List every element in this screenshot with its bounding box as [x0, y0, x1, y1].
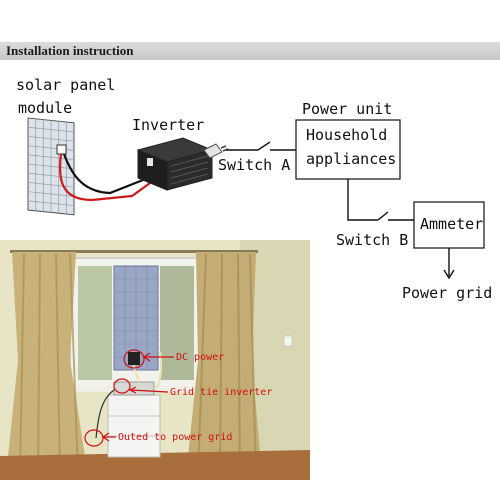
- household-label-line2: appliances: [306, 150, 397, 168]
- plug-icon: [203, 143, 229, 159]
- junction-box-icon: [56, 144, 67, 155]
- switch-a-icon: [257, 141, 271, 151]
- switch-a-label: Switch A: [218, 156, 291, 174]
- household-label-line1: Household: [306, 126, 388, 144]
- room-photo: DC power Grid tie inverter Outed to powe…: [0, 240, 310, 480]
- header-bar: [0, 42, 500, 60]
- wiring-diagram: [27, 117, 485, 280]
- inverter-icon: [136, 137, 214, 191]
- switch-b-label: Switch B: [336, 231, 409, 249]
- dc-power-annotation: DC power: [176, 352, 225, 363]
- power-unit-label: Power unit: [302, 100, 393, 118]
- black-wire: [62, 153, 149, 195]
- outed-to-power-grid-annotation: Outed to power grid: [118, 432, 233, 443]
- power-grid-label: Power grid: [402, 284, 493, 302]
- red-wire: [58, 153, 151, 202]
- grid-tie-inverter-annotation: Grid tie inverter: [170, 387, 273, 398]
- solar-panel-label-line1: solar panel: [16, 76, 116, 94]
- arrow-down-icon: [443, 269, 455, 280]
- solar-panel-label-line2: module: [18, 99, 73, 117]
- cabinet-icon: [107, 394, 161, 458]
- solar-panel-icon: [27, 117, 75, 216]
- inverter-label: Inverter: [132, 116, 205, 134]
- header-title: Installation instruction: [6, 43, 134, 58]
- dc-power-box-icon: [128, 352, 140, 365]
- switch-b-icon: [377, 211, 389, 221]
- ammeter-label: Ammeter: [420, 215, 484, 233]
